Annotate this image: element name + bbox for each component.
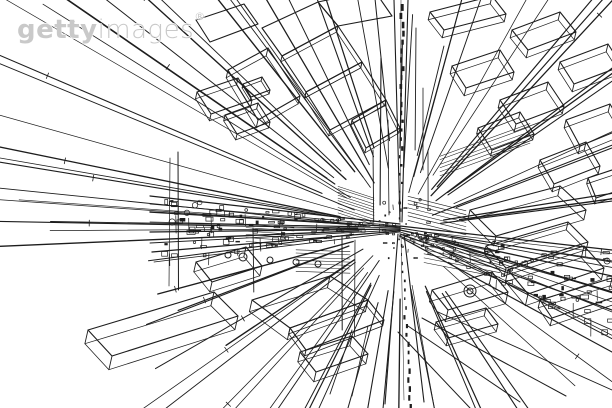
watermark-getty-text: getty [17, 15, 98, 45]
watermark-registered-symbol: ® [194, 10, 206, 23]
gettyimages-watermark: gettyimages® [17, 10, 206, 45]
watermark-images-text: images [97, 15, 195, 45]
